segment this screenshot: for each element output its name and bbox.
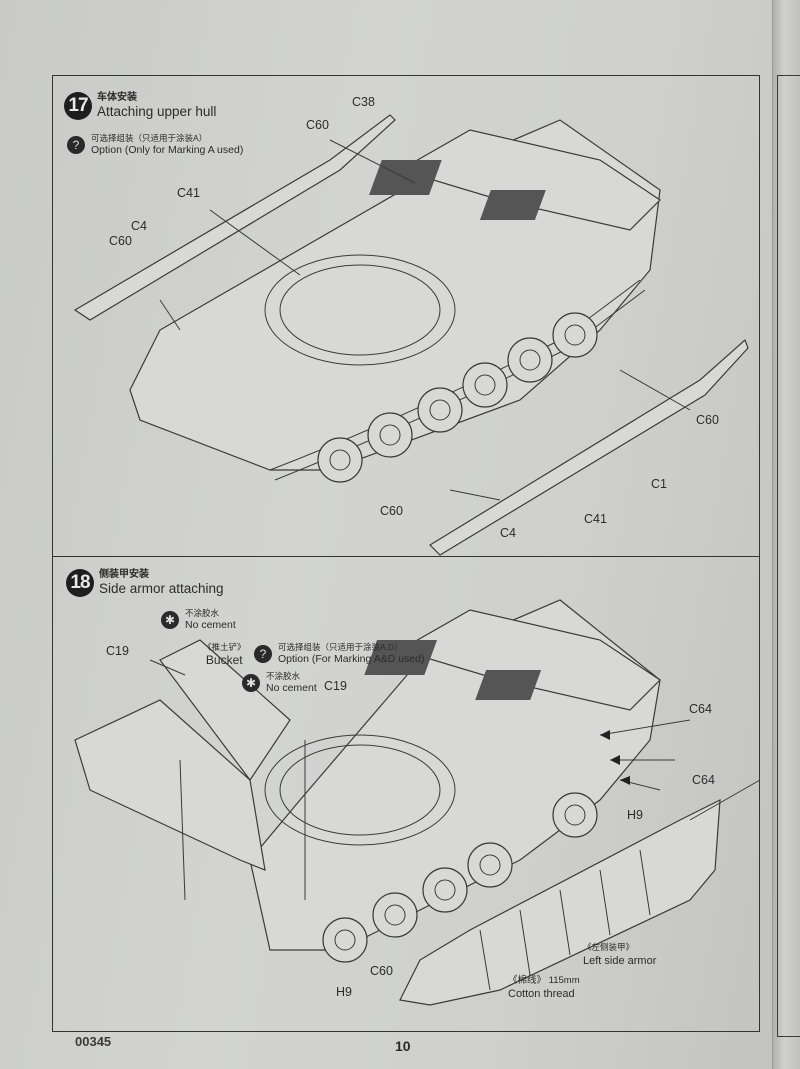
part-label-c60: C60 bbox=[109, 234, 132, 248]
cotton-thread-cn: 《棉线》 115mm bbox=[508, 975, 580, 986]
step17-tank-drawing bbox=[73, 114, 749, 556]
part-label-c19: C19 bbox=[106, 644, 129, 658]
step-18-option-cn: 可选择组装（只适用于涂装A,D） bbox=[278, 642, 403, 652]
part-label-c38: C38 bbox=[352, 95, 375, 109]
part-label-c60: C60 bbox=[306, 118, 329, 132]
no-cement-en: No cement bbox=[185, 619, 236, 631]
part-label-c64: C64 bbox=[689, 702, 712, 716]
bucket-en: Bucket bbox=[205, 653, 243, 667]
part-label-c19: C19 bbox=[324, 679, 347, 693]
road-wheels bbox=[317, 312, 598, 483]
step-18-header: 18 侧装甲安装 Side armor attaching bbox=[66, 569, 224, 597]
step18-tank-drawing bbox=[74, 599, 761, 1006]
no-cement-icon: ✱ bbox=[161, 611, 179, 629]
step-17-option-cn: 可选择组装（只适用于涂装A） bbox=[91, 133, 208, 143]
step-18-number: 18 bbox=[66, 569, 94, 597]
part-label-c1: C1 bbox=[651, 477, 667, 491]
part-label-c41: C41 bbox=[177, 186, 200, 200]
part-label-h9: H9 bbox=[627, 808, 643, 822]
dozer-blade bbox=[74, 699, 266, 871]
step-17-number: 17 bbox=[64, 92, 92, 120]
left-side-armor-cn: 《左侧装甲》 bbox=[583, 942, 635, 952]
part-label-c60: C60 bbox=[370, 964, 393, 978]
part-label-c60: C60 bbox=[380, 504, 403, 518]
next-page-edge bbox=[772, 0, 800, 1069]
part-label-c60: C60 bbox=[696, 413, 719, 427]
part-label-c41: C41 bbox=[584, 512, 607, 526]
part-label-c4: C4 bbox=[131, 219, 147, 233]
part-label-h9: H9 bbox=[336, 985, 352, 999]
cotton-thread-en: Cotton thread bbox=[508, 988, 575, 1000]
part-label-c4: C4 bbox=[500, 526, 516, 540]
no-cement-note: ✱ 不涂胶水 No cement bbox=[161, 608, 236, 632]
step-18-option-en: Option (For Marking A&D used) bbox=[278, 653, 425, 665]
cotton-thread-label: 《棉线》 115mm Cotton thread bbox=[508, 972, 580, 1000]
step-17-title-cn: 车体安装 bbox=[97, 92, 137, 103]
no-cement-icon: ✱ bbox=[242, 674, 260, 692]
bucket-cn: 《推土铲》 bbox=[203, 642, 246, 652]
page-frame bbox=[52, 75, 760, 1032]
step-17-title-en: Attaching upper hull bbox=[97, 104, 217, 119]
no-cement-cn: 不涂胶水 bbox=[185, 608, 220, 618]
step-17-option-note: ? 可选择组装（只适用于涂装A） Option (Only for Markin… bbox=[67, 133, 243, 157]
no-cement-cn: 不涂胶水 bbox=[266, 671, 301, 681]
no-cement-note: ✱ 不涂胶水 No cement bbox=[242, 671, 317, 695]
step-17-header: 17 车体安装 Attaching upper hull bbox=[64, 92, 216, 120]
step-divider bbox=[52, 556, 760, 557]
bucket-label: 《推土铲》 Bucket bbox=[203, 641, 246, 667]
product-code: 00345 bbox=[75, 1034, 112, 1049]
step-17-option-en: Option (Only for Marking A used) bbox=[91, 144, 244, 156]
step-18-title-cn: 侧装甲安装 bbox=[99, 569, 149, 580]
left-side-armor-label: 《左侧装甲》 Left side armor bbox=[583, 941, 656, 967]
page-number: 10 bbox=[395, 1038, 411, 1054]
next-page-frame bbox=[777, 75, 800, 1037]
step-18-title-en: Side armor attaching bbox=[99, 581, 224, 596]
no-cement-en: No cement bbox=[266, 682, 317, 694]
part-label-c64: C64 bbox=[692, 773, 715, 787]
left-side-armor-en: Left side armor bbox=[583, 955, 657, 967]
question-icon: ? bbox=[67, 136, 85, 154]
question-icon: ? bbox=[254, 645, 272, 663]
step-18-option-note: ? 可选择组装（只适用于涂装A,D） Option (For Marking A… bbox=[254, 642, 424, 666]
